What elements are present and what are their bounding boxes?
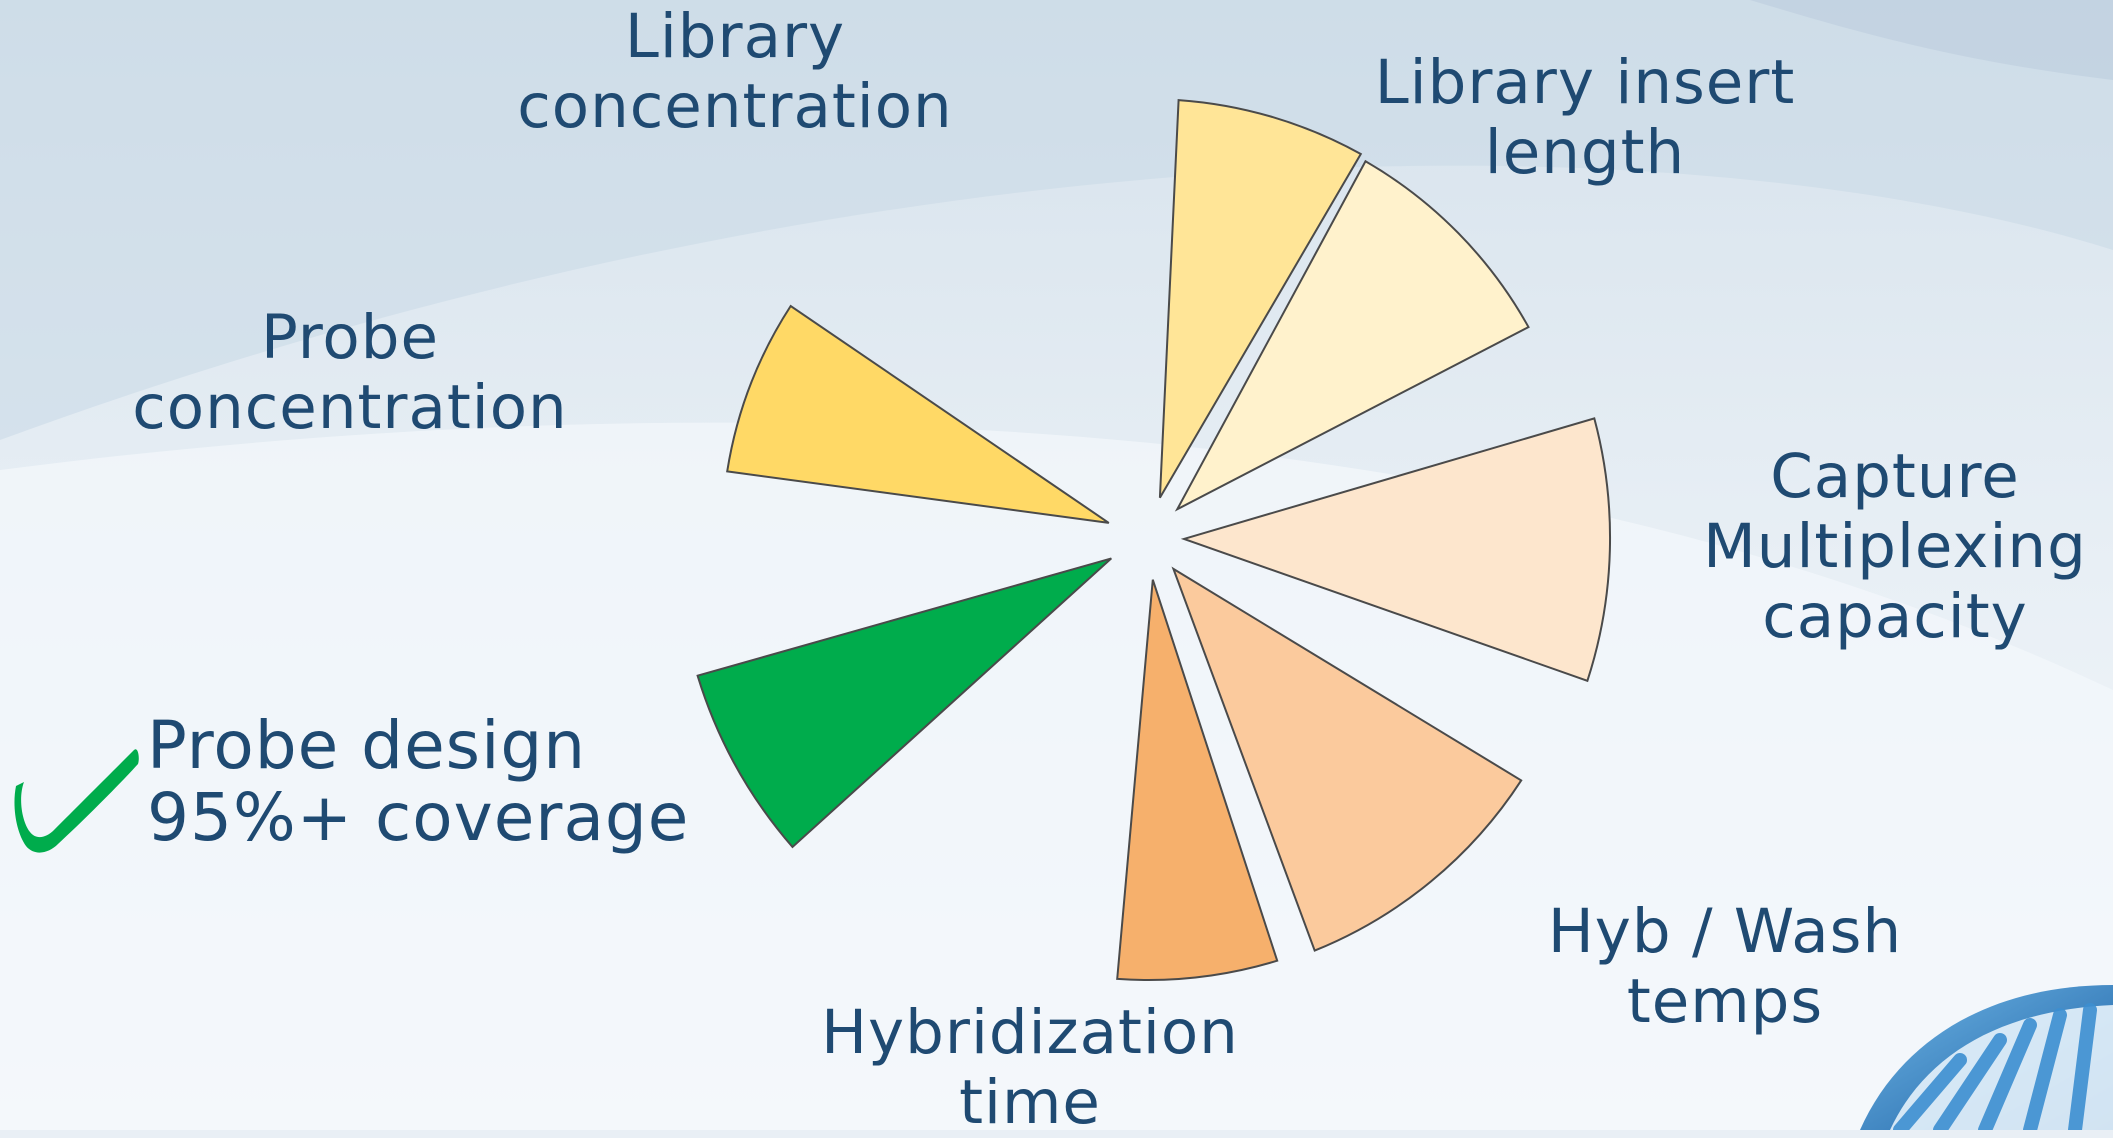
label-hyb-wash-temps: Hyb / Wash temps [1547,896,1903,1037]
wedge-hyb-wash-temps [1171,566,1523,952]
wedge-library-concentration [1158,99,1363,499]
label-hybridization-time: Hybridization time [821,997,1239,1138]
label-library-concentration: Library concentration [517,1,953,142]
wedge-capture-multiplexing [1180,417,1612,683]
label-capture-multiplexing: Capture Multiplexing capacity [1703,441,2087,652]
label-probe-concentration: Probe concentration [132,302,568,443]
dna-graphic [1860,985,2113,1130]
label-probe-design: Probe design 95%+ coverage [147,707,690,856]
wedge-library-insert-length [1174,159,1530,512]
label-library-insert-length: Library insert length [1374,47,1796,188]
wedge-hybridization-time [1116,579,1279,981]
wedge-probe-design [696,557,1112,849]
wedge-probe-concentration [726,304,1110,524]
checkmark-icon [14,749,139,853]
